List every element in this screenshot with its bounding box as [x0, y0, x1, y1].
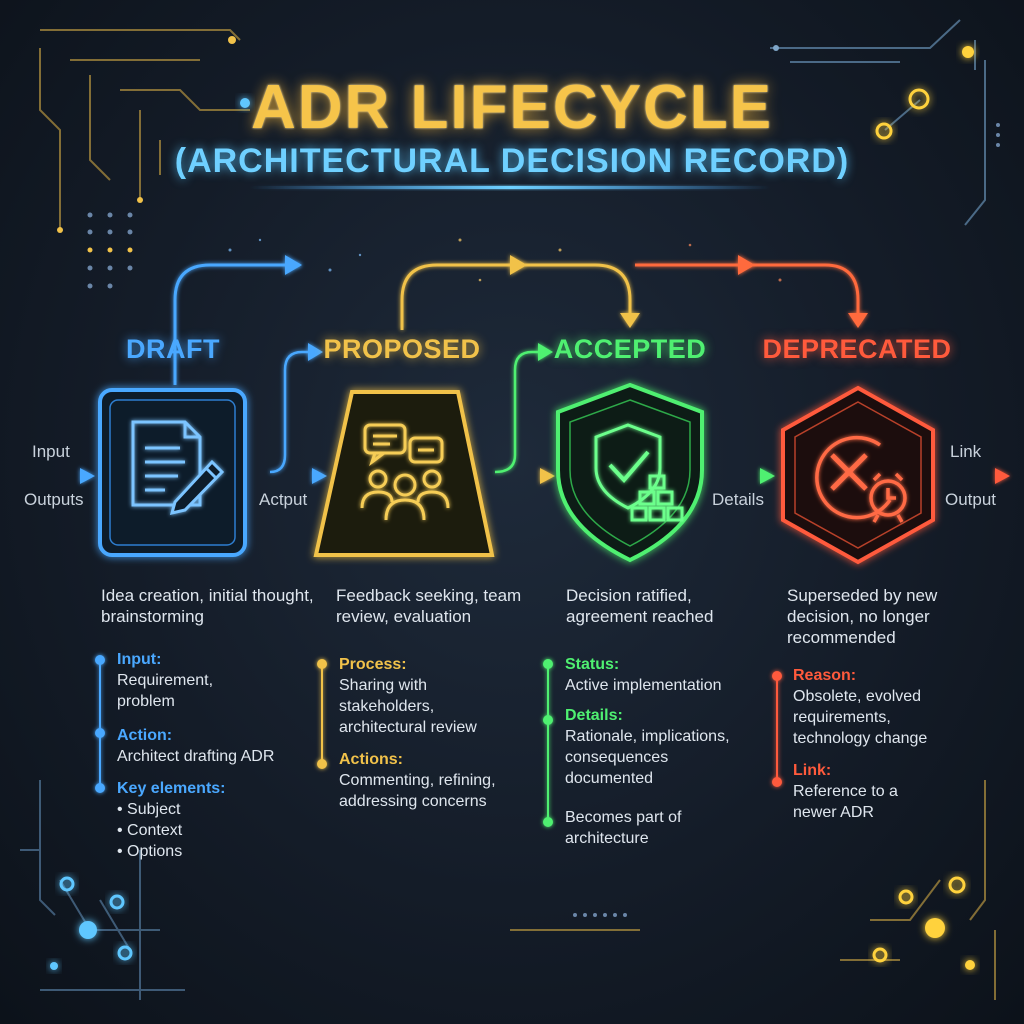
- deprecated-timeline: [772, 671, 782, 787]
- flow-label-output: Output: [945, 490, 997, 509]
- detail-heading: Actions:: [339, 751, 403, 768]
- detail-heading: Process:: [339, 656, 407, 673]
- circuit-decoration-bottom-right: [510, 780, 996, 1000]
- detail-item: Becomes part of architecture: [565, 807, 775, 849]
- flow-label-input: Input: [32, 442, 70, 461]
- draft-timeline: [95, 655, 105, 793]
- flow-label-link: Link: [950, 442, 982, 461]
- details-proposed: Process: Sharing with stakeholders, arch…: [339, 655, 549, 825]
- proposed-node: [313, 390, 495, 557]
- detail-item: Link: Reference to a newer ADR: [793, 761, 1003, 823]
- details-draft: Input: Requirement, problem Action: Arch…: [117, 650, 327, 875]
- accepted-timeline: [543, 659, 553, 827]
- detail-item: Reason: Obsolete, evolved requirements, …: [793, 666, 1003, 749]
- detail-item: Key elements: Subject Context Options: [117, 779, 327, 862]
- detail-heading: Status:: [565, 656, 620, 673]
- stage-label-proposed: PROPOSED: [323, 334, 481, 364]
- detail-heading: Input:: [117, 651, 162, 668]
- circuit-dots-top-left: [57, 36, 236, 233]
- deprecated-node: [781, 385, 935, 565]
- arrow-accepted-to-deprecated-top: [635, 263, 860, 320]
- summary-draft: Idea creation, initial thought, brainsto…: [101, 586, 314, 626]
- sparkle-dots: [228, 238, 782, 282]
- flow-label-details: Details: [712, 490, 764, 509]
- arrow-proposed-to-accepted-top: [400, 263, 632, 330]
- draft-node: [98, 388, 247, 557]
- detail-text: Obsolete, evolved requirements, technolo…: [793, 688, 928, 747]
- summary-deprecated: Superseded by new decision, no longer re…: [787, 586, 938, 647]
- circuit-decoration-top-right: [770, 19, 986, 226]
- details-accepted: Status: Active implementation Details: R…: [565, 655, 775, 862]
- list-item: Options: [117, 841, 327, 862]
- page-title: ADR LIFECYCLE: [251, 73, 773, 142]
- summary-accepted: Decision ratified, agreement reached: [566, 586, 714, 626]
- stage-label-deprecated: DEPRECATED: [762, 334, 952, 364]
- shield-check-icon: [594, 423, 684, 522]
- detail-heading: Details:: [565, 707, 623, 724]
- detail-text: Sharing with stakeholders, architectural…: [339, 677, 477, 736]
- detail-item: Details: Rationale, implications, conseq…: [565, 706, 775, 789]
- key-elements-list: Subject Context Options: [117, 799, 327, 862]
- stage-label-draft: DRAFT: [126, 334, 220, 364]
- cancel-clock-icon: [815, 435, 907, 523]
- detail-text: Requirement, problem: [117, 672, 214, 710]
- team-discussion-icon: [360, 423, 450, 521]
- dot-matrix-top-left: [87, 212, 133, 289]
- glow-dot-icon: [240, 98, 250, 108]
- detail-heading: Key elements:: [117, 780, 226, 797]
- document-pen-icon: [131, 420, 225, 516]
- detail-item: Actions: Commenting, refining, addressin…: [339, 750, 549, 812]
- flow-label-actput: Actput: [259, 490, 308, 509]
- stage-label-accepted: ACCEPTED: [553, 334, 707, 364]
- circuit-decoration-top-left: [39, 29, 250, 230]
- details-deprecated: Reason: Obsolete, evolved requirements, …: [793, 666, 1003, 836]
- detail-heading: Link:: [793, 762, 832, 779]
- detail-item: Status: Active implementation: [565, 655, 775, 696]
- detail-text: Rationale, implications, consequences do…: [565, 728, 730, 787]
- detail-item: Action: Architect drafting ADR: [117, 726, 327, 767]
- detail-text: Active implementation: [565, 677, 722, 694]
- dot-row-bottom: [573, 913, 627, 917]
- title-underline: [250, 186, 770, 189]
- detail-text: Becomes part of architecture: [565, 809, 682, 847]
- summary-proposed: Feedback seeking, team review, evaluatio…: [336, 586, 522, 626]
- list-item: Context: [117, 820, 327, 841]
- arrow-draft-to-proposed-top: [173, 263, 300, 385]
- list-item: Subject: [117, 799, 327, 820]
- detail-item: Input: Requirement, problem: [117, 650, 327, 712]
- proposed-timeline: [317, 659, 327, 769]
- detail-heading: Action:: [117, 727, 173, 744]
- flow-label-outputs: Outputs: [24, 490, 84, 509]
- detail-heading: Reason:: [793, 667, 857, 684]
- detail-text: Reference to a newer ADR: [793, 783, 898, 821]
- page-subtitle: (ARCHITECTURAL DECISION RECORD): [174, 142, 850, 180]
- detail-text: Architect drafting ADR: [117, 748, 275, 765]
- detail-item: Process: Sharing with stakeholders, arch…: [339, 655, 549, 738]
- detail-text: Commenting, refining, addressing concern…: [339, 772, 496, 810]
